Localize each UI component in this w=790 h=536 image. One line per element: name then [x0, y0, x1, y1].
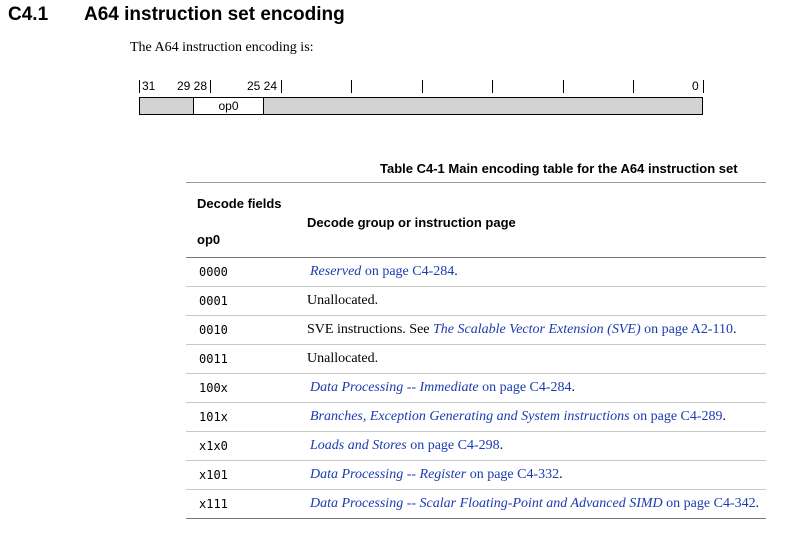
table-row: x111 Data Processing -- Scalar Floating-…	[186, 490, 766, 519]
page-link[interactable]: on page C4-332	[469, 467, 560, 482]
row-description: Data Processing -- Register on page C4-3…	[310, 467, 563, 482]
bit-label-31: 31	[142, 79, 156, 93]
op0-field: op0	[193, 97, 264, 115]
data-processing-register-link[interactable]: Data Processing -- Register	[310, 467, 467, 482]
bit-label-0: 0	[692, 79, 699, 93]
row-description: Unallocated.	[307, 351, 379, 366]
bit-tick	[351, 80, 352, 93]
page-link[interactable]: on page C4-284	[364, 264, 455, 279]
header-rule	[186, 257, 766, 258]
bit-tick	[703, 80, 704, 93]
table-caption: Table C4-1 Main encoding table for the A…	[380, 161, 738, 176]
table-row: 0010 SVE instructions. See The Scalable …	[186, 316, 766, 345]
bit-tick	[492, 80, 493, 93]
header-decode-group: Decode group or instruction page	[307, 215, 516, 230]
row-description: SVE instructions. See The Scalable Vecto…	[307, 322, 737, 337]
table-row: 0000 Reserved on page C4-284.	[186, 258, 766, 287]
reserved-link[interactable]: Reserved	[310, 264, 362, 279]
row-description: Data Processing -- Immediate on page C4-…	[310, 380, 576, 395]
op0-value: 101x	[199, 410, 228, 424]
row-description: Unallocated.	[307, 293, 379, 308]
table-row: x1x0 Loads and Stores on page C4-298.	[186, 432, 766, 461]
row-description: Data Processing -- Scalar Floating-Point…	[310, 496, 760, 511]
table-row: 0001 Unallocated.	[186, 287, 766, 316]
bit-tick	[633, 80, 634, 93]
page-link[interactable]: on page C4-289	[633, 409, 723, 424]
table-row: 100x Data Processing -- Immediate on pag…	[186, 374, 766, 403]
table-row: 0011 Unallocated.	[186, 345, 766, 374]
table-row: x101 Data Processing -- Register on page…	[186, 461, 766, 490]
op0-value: 0010	[199, 323, 228, 337]
header-decode-fields: Decode fields	[197, 196, 282, 211]
row-description: Loads and Stores on page C4-298.	[310, 438, 504, 453]
op0-value: 0001	[199, 294, 228, 308]
op0-value: x101	[199, 468, 228, 482]
table-row: 101x Branches, Exception Generating and …	[186, 403, 766, 432]
page-link[interactable]: on page A2-110	[644, 322, 734, 337]
op0-value: 0011	[199, 352, 228, 366]
bit-label-25-24: 25 24	[247, 79, 278, 93]
page-link[interactable]: on page C4-342	[666, 496, 756, 511]
row-description: Branches, Exception Generating and Syste…	[310, 409, 727, 424]
branches-exception-system-link[interactable]: Branches, Exception Generating and Syste…	[310, 409, 630, 424]
op0-value: x111	[199, 497, 228, 511]
bit-tick	[139, 80, 140, 93]
page-link[interactable]: on page C4-298	[410, 438, 500, 453]
sve-link[interactable]: The Scalable Vector Extension (SVE)	[433, 322, 641, 337]
table-top-rule	[186, 182, 766, 183]
bit-tick	[281, 80, 282, 93]
intro-text: The A64 instruction encoding is:	[130, 40, 314, 55]
bit-tick	[422, 80, 423, 93]
section-number: C4.1	[8, 4, 49, 25]
encoding-bar: op0	[139, 97, 703, 115]
header-op0: op0	[197, 232, 221, 247]
bit-tick	[563, 80, 564, 93]
data-processing-immediate-link[interactable]: Data Processing -- Immediate	[310, 380, 479, 395]
section-title: A64 instruction set encoding	[84, 4, 345, 25]
op0-value: 0000	[199, 265, 228, 279]
op0-value: x1x0	[199, 439, 228, 453]
loads-and-stores-link[interactable]: Loads and Stores	[310, 438, 407, 453]
op0-value: 100x	[199, 381, 228, 395]
row-description: Reserved on page C4-284.	[310, 264, 458, 279]
bit-tick	[210, 80, 211, 93]
data-processing-fp-simd-link[interactable]: Data Processing -- Scalar Floating-Point…	[310, 496, 663, 511]
bit-label-29-28: 29 28	[177, 79, 208, 93]
page-link[interactable]: on page C4-284	[482, 380, 572, 395]
